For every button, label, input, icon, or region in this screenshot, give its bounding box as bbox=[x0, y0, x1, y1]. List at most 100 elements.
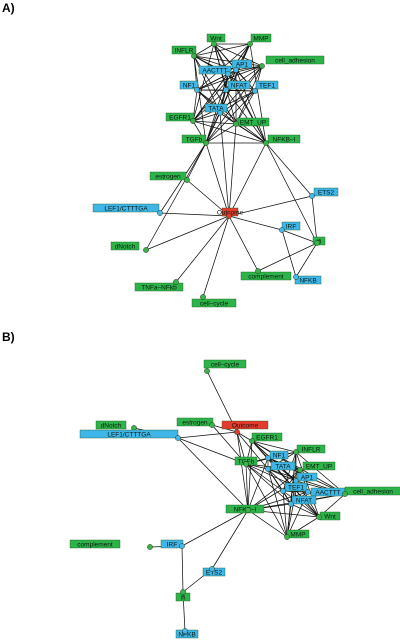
node-box bbox=[255, 80, 279, 90]
edge-nfkb-ifi bbox=[295, 242, 318, 278]
node-dot bbox=[209, 566, 215, 572]
node-dot bbox=[316, 514, 322, 520]
node-box bbox=[198, 65, 232, 75]
edge-tata-wnt bbox=[267, 468, 320, 518]
node-cell-cycle: cell–cycle bbox=[191, 294, 237, 307]
edge-tgfb-dnotch bbox=[145, 142, 207, 251]
node-label: NFKB–I bbox=[234, 506, 257, 513]
node-label: dNotch bbox=[115, 243, 136, 250]
edge-outcome-cell_cycle bbox=[202, 215, 230, 298]
edge-egfr1-inflr bbox=[251, 440, 297, 453]
edge-outcome-tata bbox=[219, 112, 230, 217]
node-label: TNFa–NFkb bbox=[141, 284, 177, 291]
edge-ap1-tef1 bbox=[235, 69, 256, 92]
edge-outcome-egfr1 bbox=[236, 431, 253, 442]
node-label: NFKB–I bbox=[273, 136, 296, 143]
node-label: dNotch bbox=[101, 422, 122, 429]
node-ets2: ETS2 bbox=[202, 566, 226, 576]
node-dot bbox=[143, 247, 149, 253]
node-ap1: AP1 bbox=[293, 472, 318, 484]
node-estrogen: estrogen bbox=[149, 171, 190, 183]
node-dot bbox=[243, 461, 249, 467]
node-emt-up: EMT_UP bbox=[233, 117, 270, 127]
node-label: Outcome bbox=[217, 209, 244, 216]
edge-inflr-wnt bbox=[295, 451, 320, 518]
edge-egfr1-cell_adhesion bbox=[251, 440, 346, 495]
node-label: IRF bbox=[286, 223, 297, 230]
node-wnt: Wnt bbox=[206, 33, 226, 47]
node-ap1: AP1 bbox=[231, 59, 253, 73]
node-dot bbox=[342, 491, 348, 497]
node-box bbox=[270, 461, 296, 471]
node-box bbox=[291, 495, 317, 505]
node-egfr1: EGFR1 bbox=[165, 112, 196, 124]
node-dot bbox=[279, 227, 285, 233]
edge-outcome-tgfb bbox=[205, 142, 230, 217]
node-dot bbox=[175, 435, 181, 441]
node-box bbox=[286, 529, 310, 539]
node-dot bbox=[252, 88, 258, 94]
node-box bbox=[225, 504, 265, 514]
edge-egfr1-nfkb_i bbox=[192, 120, 267, 144]
node-dot bbox=[234, 429, 240, 435]
node-dot bbox=[200, 294, 206, 300]
node-label: cell_adhesion bbox=[353, 488, 393, 495]
node-label: INFLR bbox=[302, 446, 321, 453]
node-tgfb: TGFb bbox=[181, 134, 209, 146]
node-egfr1: EGFR1 bbox=[249, 432, 283, 444]
node-box bbox=[203, 359, 247, 369]
node-dot bbox=[265, 455, 271, 461]
edge-outcome-ets2 bbox=[228, 195, 313, 217]
edge-tata-ap1 bbox=[267, 468, 297, 482]
node-label: EMT_UP bbox=[240, 119, 266, 126]
node-box bbox=[231, 59, 253, 69]
node-estrogen: estrogen bbox=[176, 417, 215, 428]
node-dot bbox=[217, 110, 223, 116]
node-box bbox=[181, 134, 207, 144]
node-ets2: ETS2 bbox=[309, 187, 339, 199]
node-nfkb-i: NFKB–I bbox=[263, 134, 301, 146]
edge-nf1-nfkb_i bbox=[196, 89, 267, 144]
edge-wnt-egfr1 bbox=[192, 43, 215, 122]
edge-mmp-nfkb_i bbox=[249, 43, 267, 144]
edge-outcome-nfkb_i bbox=[228, 142, 267, 217]
node-dot bbox=[203, 140, 209, 146]
edge-nfat-tef1 bbox=[225, 89, 256, 92]
node-dot bbox=[293, 274, 299, 280]
node-box bbox=[240, 271, 292, 281]
node-dot bbox=[180, 589, 186, 595]
node-box bbox=[294, 275, 322, 285]
node-nfkb: NFKB bbox=[293, 274, 322, 285]
node-label: Outcome bbox=[232, 422, 259, 429]
node-label: Wnt bbox=[324, 513, 336, 520]
node-ifi: ifi bbox=[175, 589, 191, 601]
node-label: AP1 bbox=[301, 474, 314, 481]
node-box bbox=[69, 539, 121, 549]
edge-lef1-nfkb_i bbox=[177, 437, 249, 511]
node-dot bbox=[211, 41, 217, 47]
node-lef1: LEF1/CTTTGA bbox=[79, 429, 181, 441]
edge-wnt-cell_adhesion bbox=[213, 43, 263, 67]
node-label: estrogen bbox=[155, 173, 181, 180]
node-tnfa-nfkb: TNFa–NFkb bbox=[134, 279, 184, 291]
edge-tata-tgfb bbox=[205, 112, 221, 144]
node-dot bbox=[297, 467, 303, 473]
node-dot bbox=[259, 63, 265, 69]
edge-wnt-inflr bbox=[193, 43, 215, 57]
node-dot bbox=[305, 489, 311, 495]
edge-lef1-tgfb bbox=[177, 437, 247, 465]
node-box bbox=[179, 80, 199, 90]
edge-tef1-tgfb bbox=[205, 90, 256, 144]
node-label: NF1 bbox=[183, 82, 196, 89]
node-label: NFKB bbox=[178, 631, 195, 638]
edge-outcome-complement bbox=[228, 215, 259, 272]
node-label: LEF1/CTTTGA bbox=[104, 205, 148, 212]
node-label: cell–cycle bbox=[200, 300, 229, 307]
edge-outcome-irf bbox=[228, 215, 283, 231]
node-box bbox=[344, 486, 400, 496]
node-tata: TATA bbox=[265, 461, 296, 472]
node-label: AACTTT bbox=[202, 67, 227, 74]
node-label: Wnt bbox=[210, 35, 222, 42]
node-dot bbox=[191, 53, 197, 59]
